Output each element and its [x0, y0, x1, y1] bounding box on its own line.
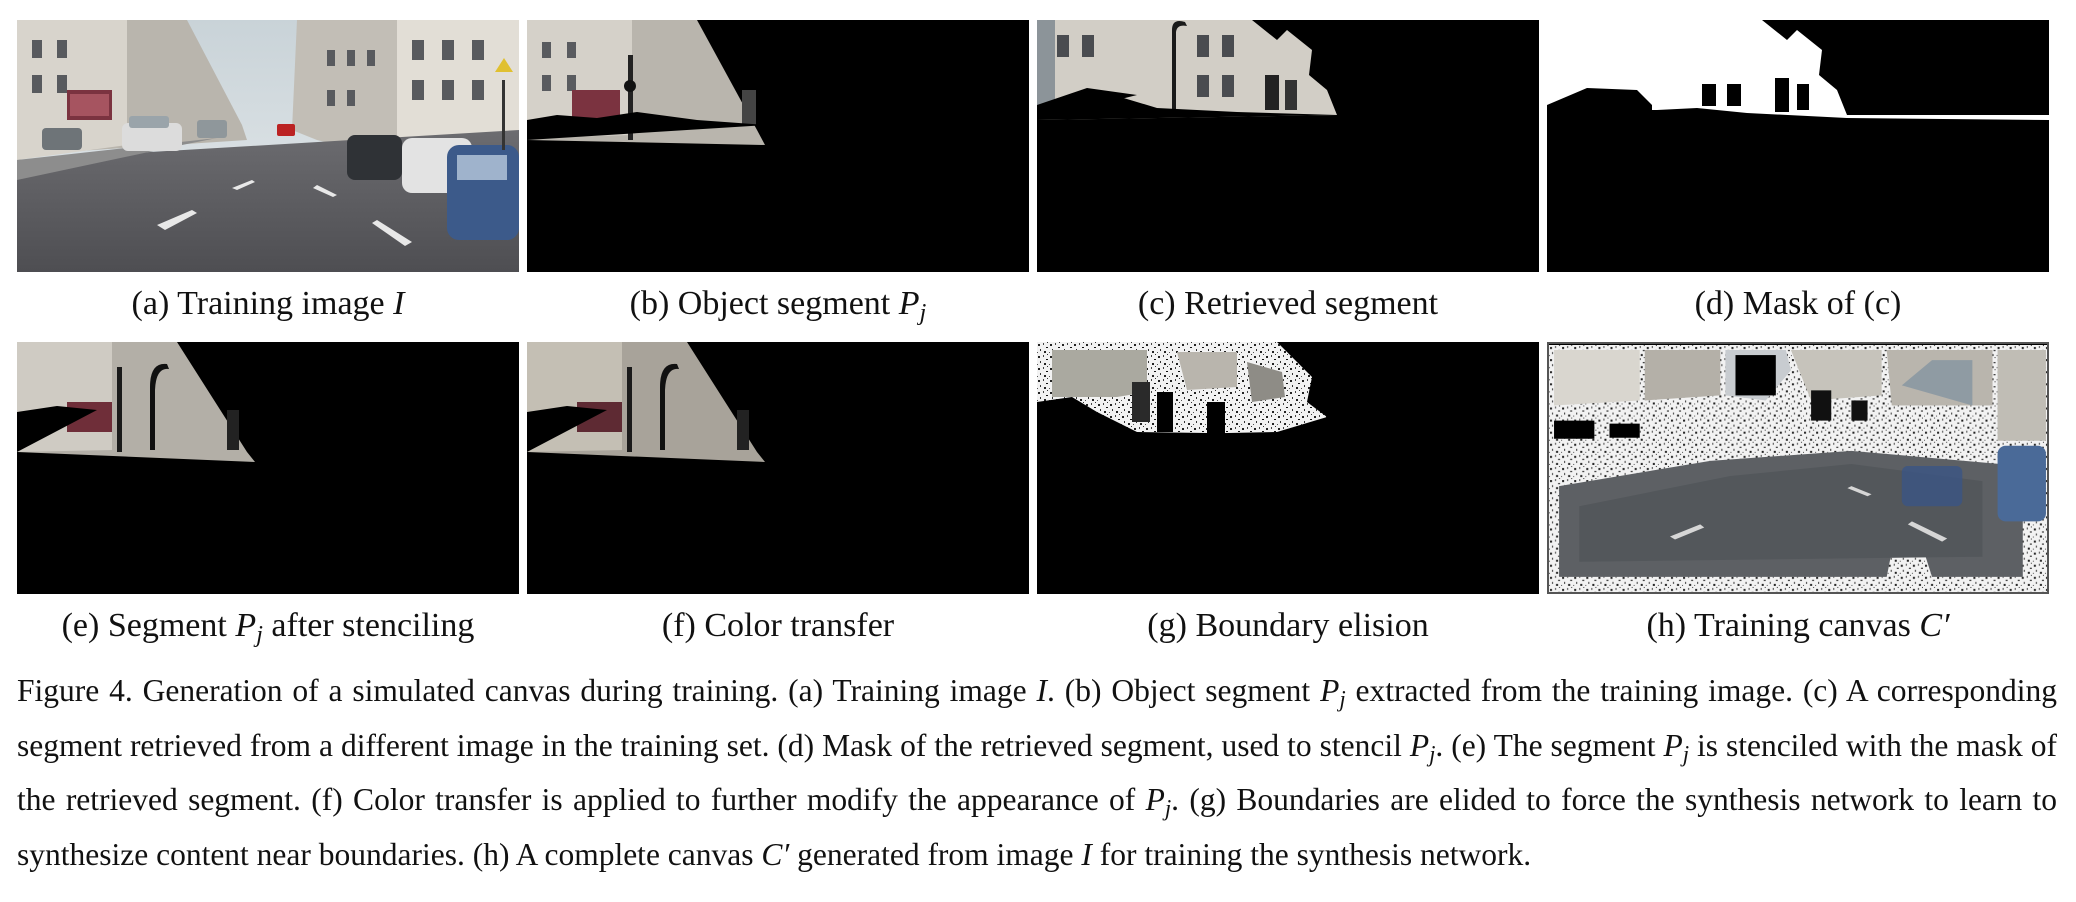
panel-h-training-canvas	[1547, 342, 2049, 594]
training-canvas-image	[1549, 345, 2047, 592]
color-transfer-image	[527, 342, 1029, 594]
subcaption-e: (e) Segment Pj after stenciling	[61, 607, 475, 649]
subcaption-g: (g) Boundary elision	[1147, 607, 1429, 644]
elided-image	[1037, 342, 1539, 594]
subcaption-c: (c) Retrieved segment	[1137, 285, 1439, 322]
panel-c-retrieved-segment	[1037, 20, 1539, 272]
retrieved-segment-image	[1037, 20, 1539, 272]
panel-f-color-transfer	[527, 342, 1029, 594]
panel-e-stenciled-segment	[17, 342, 519, 594]
subcaption-d: (d) Mask of (c)	[1694, 285, 1902, 322]
panel-b-object-segment	[527, 20, 1029, 272]
figure-caption: Figure 4. Generation of a simulated canv…	[17, 673, 2058, 872]
stenciled-image	[17, 342, 519, 594]
panel-a-training-image	[17, 20, 519, 272]
segment-image	[527, 20, 1029, 272]
subcaption-a: (a) Training image I	[131, 285, 405, 322]
mask-image	[1547, 20, 2049, 272]
panel-d-mask	[1547, 20, 2049, 272]
subcaption-f: (f) Color transfer	[661, 607, 895, 644]
subcaption-b: (b) Object segment Pj	[629, 285, 927, 327]
subcaption-h: (h) Training canvas C′	[1646, 607, 1950, 644]
street-scene-photo	[17, 20, 519, 272]
panel-g-boundary-elision	[1037, 342, 1539, 594]
